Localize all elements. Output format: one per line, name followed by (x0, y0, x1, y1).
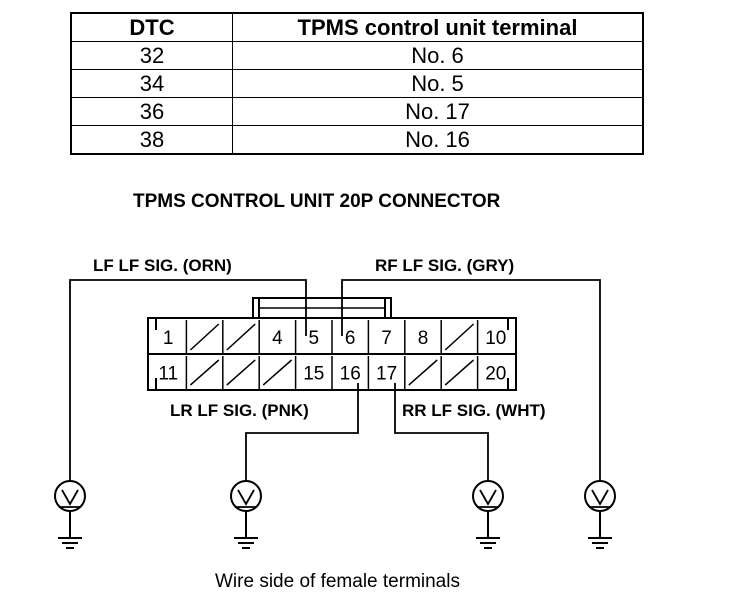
wire-rf (341, 279, 601, 481)
ground-icon (234, 511, 258, 549)
unused-cavity-mark (444, 359, 475, 386)
terminal-number: 15 (303, 364, 324, 385)
terminal-number: 1 (163, 328, 174, 349)
dtc-cell: 32 (70, 41, 233, 70)
dtc-cell: 34 (70, 69, 233, 98)
voltmeter-icon (54, 480, 86, 512)
label-rr-signal: RR LF SIG. (WHT) (402, 401, 546, 420)
wire-lr (245, 383, 359, 481)
unused-cavity-mark (226, 323, 256, 351)
voltmeter-icon (472, 480, 504, 512)
terminal-cell: No. 6 (232, 41, 644, 70)
terminal-number: 17 (376, 364, 397, 385)
terminal-number: 6 (345, 328, 356, 349)
caption: Wire side of female terminals (215, 571, 460, 592)
voltmeter-icon (230, 480, 262, 512)
dtc-cell: 38 (70, 125, 233, 155)
table-row: 36 No. 17 (70, 97, 644, 126)
column-header-terminal: TPMS control unit terminal (232, 12, 644, 42)
ground-icon (588, 511, 612, 549)
terminal-number: 4 (272, 328, 283, 349)
label-lf-signal: LF LF SIG. (ORN) (93, 256, 232, 275)
table-header-row: DTC TPMS control unit terminal (70, 12, 644, 42)
terminal-cell: No. 17 (232, 97, 644, 126)
wire-lf (69, 279, 307, 481)
connector-lock-tab (252, 297, 392, 318)
terminal-number: 11 (158, 364, 178, 385)
terminal-number: 10 (485, 328, 506, 349)
connector-title: TPMS CONTROL UNIT 20P CONNECTOR (133, 191, 501, 212)
dtc-table: DTC TPMS control unit terminal 32 No. 6 … (70, 12, 644, 155)
unused-cavity-mark (189, 323, 220, 351)
unused-cavity-mark (262, 359, 293, 386)
unused-cavity-mark (408, 359, 438, 386)
terminal-number: 7 (381, 328, 392, 349)
terminal-number: 8 (418, 328, 429, 349)
ground-icon (476, 511, 500, 549)
voltmeter-icon (584, 480, 616, 512)
unused-cavity-mark (189, 359, 220, 386)
label-rf-signal: RF LF SIG. (GRY) (375, 256, 515, 275)
unused-cavity-mark (226, 359, 256, 386)
terminal-number: 16 (340, 364, 361, 385)
dtc-cell: 36 (70, 97, 233, 126)
terminal-number: 20 (485, 364, 506, 385)
table-row: 32 No. 6 (70, 41, 644, 70)
unused-cavity-mark (444, 323, 475, 351)
table-row: 38 No. 16 (70, 125, 644, 155)
terminal-number: 5 (309, 328, 320, 349)
ground-icon (58, 511, 82, 549)
terminal-cell: No. 16 (232, 125, 644, 155)
wire-rr (394, 383, 489, 481)
label-lr-signal: LR LF SIG. (PNK) (170, 401, 309, 420)
